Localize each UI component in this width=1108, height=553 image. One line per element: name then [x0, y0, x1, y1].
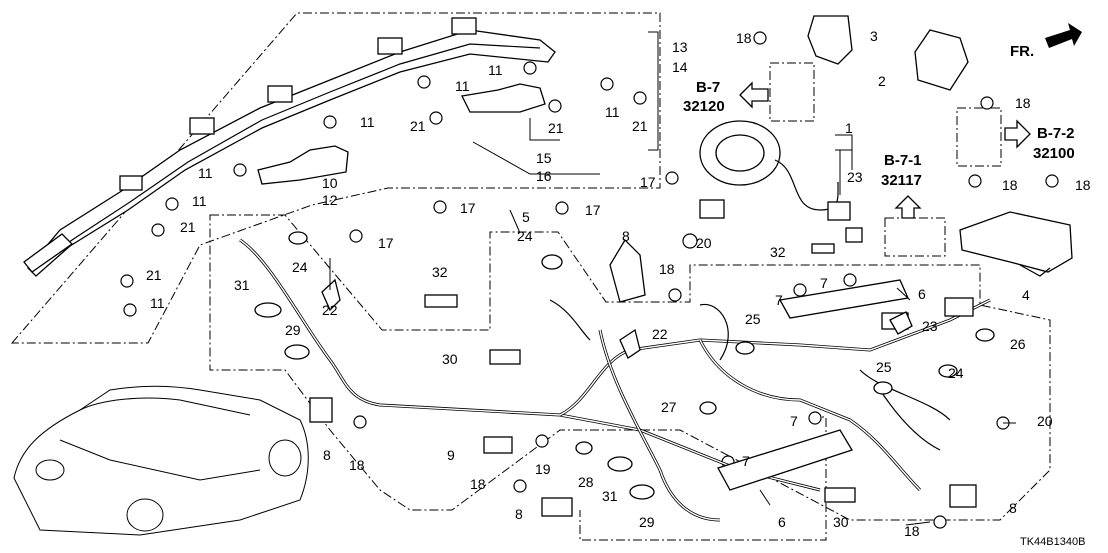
callout-8-b: 8: [323, 447, 331, 463]
reference-arrows: [739, 23, 1082, 219]
callout-31-a: 31: [234, 277, 250, 293]
callout-13: 13: [672, 39, 688, 55]
callout-26: 26: [1010, 336, 1026, 352]
callout-22-b: 22: [652, 326, 668, 342]
callout-11-a: 11: [488, 62, 503, 78]
callout-18-g: 18: [470, 476, 486, 492]
b7-arrow-icon: [739, 81, 769, 109]
callout-1: 1: [845, 120, 853, 136]
callout-22-a: 22: [322, 302, 338, 318]
callout-24-c: 24: [948, 365, 964, 381]
callout-17-c: 17: [585, 202, 601, 218]
callout-7-b: 7: [820, 275, 828, 291]
callout-8-d: 8: [1009, 500, 1017, 516]
leader-lines: [329, 31, 1016, 526]
callout-20-a: 20: [696, 235, 712, 251]
callout-5: 5: [522, 209, 530, 225]
callout-8-a: 8: [622, 228, 630, 244]
callout-21-b: 21: [410, 118, 426, 134]
vehicle-outline: [13, 385, 309, 536]
ref-b7-1-section: B-7-1: [884, 152, 922, 169]
callout-21-a: 21: [632, 118, 648, 134]
callout-17-d: 17: [640, 174, 656, 190]
callout-4: 4: [1022, 287, 1030, 303]
callout-21-d: 21: [180, 219, 196, 235]
callout-18-d: 18: [1075, 177, 1091, 193]
b7-2-arrow-icon: [1004, 119, 1031, 149]
callout-29-a: 29: [285, 322, 301, 338]
callout-11-b: 11: [455, 78, 470, 94]
callout-10: 10: [322, 175, 338, 191]
callout-25-b: 25: [876, 359, 892, 375]
ref-b7-2-section: B-7-2: [1037, 125, 1075, 142]
callout-24-b: 24: [517, 228, 533, 244]
callout-23-a: 23: [847, 169, 863, 185]
callout-31-b: 31: [602, 488, 618, 504]
bolts: [120, 31, 1059, 529]
callout-labels: 1 2 3 4 5 6 6 7 7 7 7 8 8 8 8 9 10 11 11…: [146, 28, 1091, 539]
side-curtain-airbag: [23, 17, 556, 277]
callout-11-f: 11: [150, 295, 165, 311]
callout-32-b: 32: [770, 244, 786, 260]
callout-11-c: 11: [360, 114, 375, 130]
floor-harness: [239, 238, 991, 522]
callout-18-h: 18: [904, 523, 920, 539]
fr-arrow-icon: [1045, 23, 1082, 48]
callout-18-e: 18: [659, 261, 675, 277]
diagram-code: TK44B1340B: [1020, 536, 1085, 548]
callout-17-a: 17: [460, 200, 476, 216]
callout-20-b: 20: [1037, 413, 1053, 429]
callout-11-g: 11: [605, 104, 620, 120]
callout-12: 12: [322, 192, 338, 208]
callout-2: 2: [878, 73, 886, 89]
callout-16: 16: [536, 168, 552, 184]
b7-1-arrow-icon: [894, 195, 922, 219]
callout-6-upper: 6: [918, 286, 926, 302]
callout-23-b: 23: [922, 318, 938, 334]
callout-32-a: 32: [432, 264, 448, 280]
callout-11-d: 11: [198, 165, 213, 181]
group-frames: [10, 12, 1051, 541]
direction-label: FR.: [1010, 43, 1034, 60]
callout-24-a: 24: [292, 259, 308, 275]
ref-b7-1-number: 32117: [881, 172, 922, 189]
callout-25-a: 25: [745, 311, 761, 327]
sensors-and-srs-unit: [424, 15, 1073, 308]
callout-15: 15: [536, 150, 552, 166]
callout-18-c: 18: [1002, 177, 1018, 193]
cable-reel: [699, 120, 863, 243]
callout-7-c: 7: [790, 413, 798, 429]
clips: [254, 231, 995, 500]
ref-b7-2-number: 32100: [1033, 145, 1075, 162]
callout-21-c: 21: [548, 120, 564, 136]
callout-30-b: 30: [833, 514, 849, 530]
callout-30-a: 30: [442, 351, 458, 367]
callout-7-d: 7: [742, 453, 750, 469]
callout-18-b: 18: [1015, 95, 1031, 111]
callout-28: 28: [578, 474, 594, 490]
callout-18-f: 18: [349, 457, 365, 473]
callout-9: 9: [447, 447, 455, 463]
callout-27: 27: [661, 399, 677, 415]
callout-18-a: 18: [736, 30, 752, 46]
ref-b7-number: 32120: [683, 98, 725, 115]
callout-29-b: 29: [639, 514, 655, 530]
callout-19: 19: [535, 461, 551, 477]
callout-6-lower: 6: [778, 514, 786, 530]
callout-3: 3: [870, 28, 878, 44]
callout-7-a: 7: [775, 292, 783, 308]
callout-8-c: 8: [515, 506, 523, 522]
callout-21-e: 21: [146, 267, 162, 283]
callout-17-b: 17: [378, 235, 394, 251]
callout-14: 14: [672, 59, 688, 75]
ref-b7-section: B-7: [696, 79, 720, 96]
callout-11-e: 11: [192, 193, 207, 209]
